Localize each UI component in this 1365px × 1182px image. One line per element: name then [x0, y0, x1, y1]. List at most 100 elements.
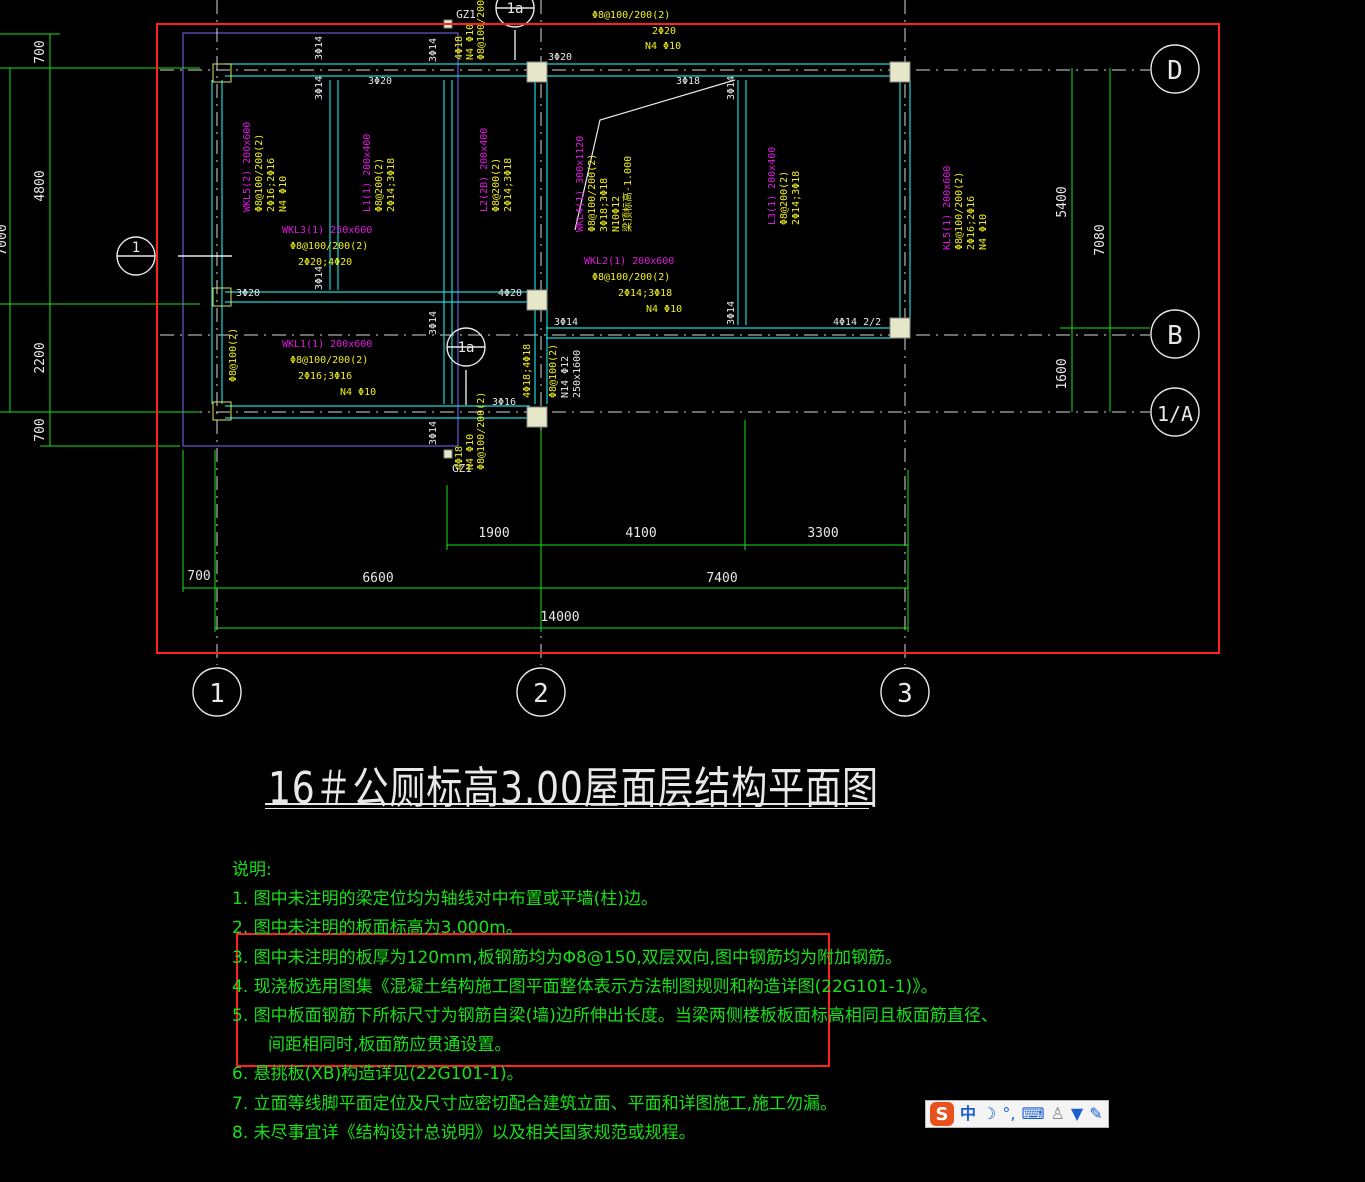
- beam-wkl4-line5: 梁顶标高-1.000: [621, 156, 634, 232]
- beam-label-wkl5: WKL5(2) 200x600 Φ8@100/200(2) 2Φ16;2Φ16 …: [242, 122, 289, 212]
- note-item: 1. 图中未注明的梁定位均为轴线对中布置或平墙(柱)边。: [232, 889, 658, 910]
- user-icon[interactable]: ♙: [1050, 1104, 1065, 1123]
- rebar-label: 4Φ14 2/2: [833, 317, 881, 328]
- rebar-label: 3Φ14: [314, 76, 325, 100]
- beam-label-l2: L2(2B) 200x400 Φ8@200(2) 2Φ14;3Φ18: [479, 128, 514, 212]
- beam-label-l3: L3(1) 200x400 Φ8@200(2) 2Φ14;3Φ18: [767, 147, 802, 225]
- beam-kl5-line4: N4 Φ10: [978, 214, 989, 250]
- dim-7000: 7000: [0, 224, 10, 255]
- beam-wkl1-line2: Φ8@100/200(2): [290, 355, 368, 366]
- note-item-continuation: 间距相同时,板面筋应贯通设置。: [268, 1035, 512, 1056]
- axis-labels: 1 2 3 D B 1/A: [209, 56, 1193, 709]
- beam-kl5-line3: 2Φ16;2Φ16: [966, 196, 977, 250]
- note-item: 5. 图中板面钢筋下所标尺寸为钢筋自梁(墙)边所伸出长度。当梁两侧楼板板面标高相…: [232, 1006, 998, 1027]
- beam-label-l1: L1(1) 200x400 Φ8@200(2) 2Φ14;3Φ18: [362, 134, 397, 212]
- note-item: 2. 图中未注明的板面标高为3.000m。: [232, 918, 523, 939]
- note-item: 6. 悬挑板(XB)构造详见(22G101-1)。: [232, 1064, 524, 1085]
- gz-top-line3: Φ8@100/200(2): [476, 0, 487, 60]
- beam-wkl2-line2: Φ8@100/200(2): [592, 272, 670, 283]
- beam-wkl4-line2: Φ8@100/200(2): [587, 154, 598, 232]
- rebar-label: 3Φ14: [428, 421, 439, 445]
- beam-l3-name: L3(1) 200x400: [767, 147, 778, 225]
- dim-7080: 7080: [1093, 224, 1108, 255]
- left-stirrup-text: Φ8@100(2): [228, 328, 239, 382]
- title-underline-thin: [265, 808, 869, 809]
- beam-wkl1-line4: N4 Φ10: [340, 387, 376, 398]
- beam-label-wkl3: WKL3(1) 250x600 Φ8@100/200(2) 2Φ20;4Φ20: [282, 225, 372, 268]
- rebar-labels: 3Φ14 3Φ20 3Φ20 3Φ18 3Φ14 3Φ14 3Φ20 4Φ20 …: [236, 36, 881, 445]
- dim-1900: 1900: [478, 526, 509, 541]
- axis-bubbles: [116, 0, 1200, 717]
- beam-label-col2: 4Φ18;4Φ18 Φ8@100(2) N14 Φ12 250x1600: [522, 344, 583, 398]
- drawing-title: 16＃公厕标高3.00屋面层结构平面图: [268, 763, 879, 814]
- wrench-icon[interactable]: ✎: [1089, 1104, 1103, 1123]
- dim-7400: 7400: [706, 571, 737, 586]
- section-labels: 1 1a 1a GZ1 GZ1: [132, 1, 524, 475]
- beam-labels: WKL5(2) 200x600 Φ8@100/200(2) 2Φ16;2Φ16 …: [228, 0, 989, 470]
- rebar-label: 3Φ20: [236, 288, 260, 299]
- section-mark-1a: 1a: [458, 340, 475, 356]
- beam-wkl2-name: WKL2(1) 200x600: [584, 256, 674, 267]
- beam-l1-line3: 2Φ14;3Φ18: [386, 158, 397, 212]
- beam-label-top: Φ8@100/200(2) 2Φ20 N4 Φ10: [592, 10, 681, 52]
- beam-top-line2: 2Φ20: [652, 26, 676, 37]
- beam-label-left-stirrup: Φ8@100(2): [228, 328, 239, 382]
- dim-1600: 1600: [1055, 358, 1070, 389]
- punctuation-icon[interactable]: °,: [1002, 1104, 1016, 1123]
- beam-label-wkl1: WKL1(1) 200x600 Φ8@100/200(2) 2Φ16;3Φ16 …: [282, 339, 376, 398]
- note-item: 8. 未尽事宜详《结构设计总说明》以及相关国家规范或规程。: [232, 1122, 696, 1143]
- axis-label-b: B: [1167, 321, 1183, 351]
- ime-toolbar[interactable]: S 中 ☽ °, ⌨ ♙ ▼ ✎: [925, 1100, 1109, 1128]
- dim-3300: 3300: [807, 526, 838, 541]
- beam-wkl4-name: WKL4(1) 300x1120: [575, 136, 586, 232]
- slab-outline: [182, 32, 459, 447]
- rebar-label: 3Φ14: [314, 36, 325, 60]
- beam-l2-name: L2(2B) 200x400: [479, 128, 490, 212]
- keyboard-icon[interactable]: ⌨: [1021, 1104, 1045, 1123]
- title-underline: [265, 803, 869, 805]
- beam-wkl1-line3: 2Φ16;3Φ16: [298, 371, 352, 382]
- section-mark-1: 1: [132, 240, 140, 256]
- beam-wkl3-line3: 2Φ20;4Φ20: [298, 257, 352, 268]
- beam-top-line3: N4 Φ10: [645, 41, 681, 52]
- note-item: 3. 图中未注明的板厚为120mm,板钢筋均为Φ8@150,双层双向,图中钢筋均…: [232, 947, 903, 968]
- dimension-lines: [0, 33, 1150, 632]
- beam-l2-line3: 2Φ14;3Φ18: [503, 158, 514, 212]
- dimension-texts: 1900 4100 3300 700 6600 7400 14000 700 4…: [0, 40, 1108, 625]
- beam-kl5-line2: Φ8@100/200(2): [954, 172, 965, 250]
- gz-bottom-line1: 4Φ18: [454, 446, 465, 470]
- rebar-label: 3Φ14: [314, 266, 325, 290]
- sogou-logo-icon[interactable]: S: [930, 1102, 954, 1126]
- col2-line2: Φ8@100(2): [548, 344, 559, 398]
- rebar-label: 3Φ14: [726, 301, 737, 325]
- beam-l3-line2: Φ8@200(2): [779, 171, 790, 225]
- beam-wkl4-line4: N10Φ12: [611, 196, 622, 232]
- moon-icon[interactable]: ☽: [982, 1104, 997, 1123]
- beam-wkl2-line4: N4 Φ10: [646, 304, 682, 315]
- gz-top-line1: 4Φ18: [454, 36, 465, 60]
- beam-l3-line3: 2Φ14;3Φ18: [791, 171, 802, 225]
- axis-label-1a: 1/A: [1157, 402, 1193, 426]
- axis-label-3: 3: [897, 679, 913, 709]
- beam-wkl4-line3: 3Φ18;3Φ18: [599, 178, 610, 232]
- gz-bottom-line3: Φ8@100/200(2): [476, 392, 487, 470]
- axis-label-2: 2: [533, 679, 549, 709]
- axis-label-1: 1: [209, 679, 225, 709]
- notes-heading: 说明:: [232, 860, 272, 880]
- rebar-label: 3Φ20: [548, 52, 572, 63]
- rebar-label: 4Φ20: [498, 288, 522, 299]
- beam-label-wkl4: WKL4(1) 300x1120 Φ8@100/200(2) 3Φ18;3Φ18…: [575, 136, 634, 232]
- beam-label-gz-top: 4Φ18 N4 Φ10 Φ8@100/200(2): [454, 0, 487, 60]
- rebar-label: 3Φ16: [492, 397, 516, 408]
- col2-line3: N14 Φ12: [560, 356, 571, 398]
- beam-l1-line2: Φ8@200(2): [374, 158, 385, 212]
- rebar-label: 3Φ14: [554, 317, 578, 328]
- section-mark-1a-top: 1a: [507, 1, 524, 17]
- dim-700-left-bottom: 700: [33, 418, 48, 441]
- note-item: 7. 立面等线脚平面定位及尺寸应密切配合建筑立面、平面和详图施工,施工勿漏。: [232, 1093, 838, 1114]
- beam-wkl5-line3: 2Φ16;2Φ16: [266, 158, 277, 212]
- ime-mode-toggle[interactable]: 中: [960, 1104, 977, 1123]
- shirt-icon[interactable]: ▼: [1070, 1104, 1084, 1123]
- beam-wkl5-line4: N4 Φ10: [278, 176, 289, 212]
